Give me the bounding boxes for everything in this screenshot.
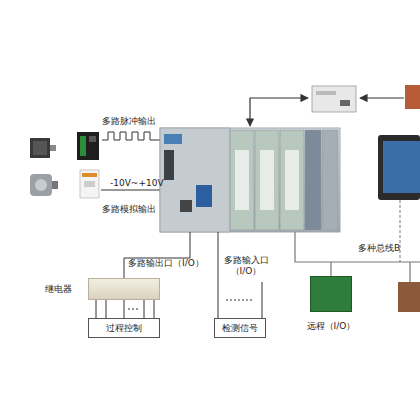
wire-connector	[124, 300, 125, 318]
node-label: 远程（I/O）	[301, 321, 361, 332]
pulse-wave	[102, 132, 160, 140]
frequency-inverter	[80, 170, 99, 198]
ac-motor	[30, 174, 58, 196]
process-box: 检测信号	[214, 318, 266, 338]
port-label: 多路输出口（I/O）	[128, 258, 204, 269]
remote-io-board: 远程（I/O）	[310, 276, 352, 312]
signal-label: 多路模拟输出	[102, 204, 156, 215]
hmi-panel	[378, 135, 420, 200]
bus-drop	[330, 262, 331, 276]
device-photo	[398, 282, 420, 312]
port-label: 多路输入口 （I/O）	[222, 255, 270, 277]
voltage-range: -10V~+10V	[110, 178, 164, 189]
process-box: 过程控制	[88, 318, 160, 338]
stepper-motor	[30, 138, 56, 158]
pc-link-arrow	[360, 97, 404, 98]
relay-wires	[96, 300, 154, 318]
bus-label: 多种总线B	[358, 243, 400, 254]
bus-line	[295, 232, 420, 262]
output-wire	[124, 232, 190, 278]
node-label: 检测信号	[215, 323, 265, 334]
industrial-pc	[312, 86, 356, 112]
device-photo	[405, 85, 420, 109]
bus-drop	[409, 262, 410, 282]
servo-driver	[77, 132, 99, 160]
relay-module: 继电器	[88, 278, 160, 300]
node-label: 继电器	[45, 284, 72, 295]
plc-rack	[160, 128, 340, 232]
analog-wire	[101, 190, 162, 191]
node-label: 过程控制	[89, 323, 159, 334]
signal-label: 多路脉冲输出	[102, 116, 156, 127]
pc-link-arrow	[250, 98, 308, 126]
